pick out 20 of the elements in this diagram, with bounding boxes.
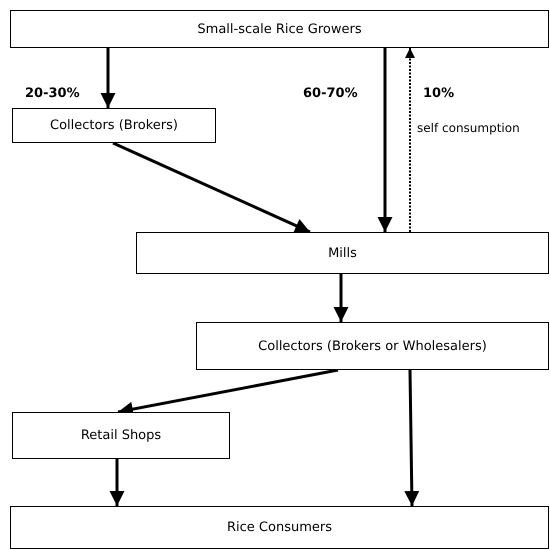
- process-box: [196, 322, 549, 370]
- node-label: Collectors (Brokers): [50, 118, 178, 133]
- process-box: [12, 412, 230, 459]
- note-label: self consumption: [417, 121, 520, 135]
- arrow: [404, 370, 420, 506]
- arrow: [334, 274, 348, 322]
- arrow: [405, 48, 415, 232]
- node-label: Mills: [328, 246, 357, 260]
- process-box: [136, 232, 549, 274]
- process-box: [12, 108, 216, 143]
- node-label: Collectors (Brokers or Wholesalers): [258, 338, 487, 354]
- arrow: [110, 459, 124, 506]
- arrow: [112, 142, 311, 234]
- node-label: Rice Consumers: [227, 520, 332, 535]
- node-label: Small-scale Rice Growers: [197, 22, 362, 36]
- node-label: Retail Shops: [80, 428, 162, 443]
- process-box: [10, 506, 549, 549]
- process-box: [10, 10, 549, 48]
- arrow: [100, 48, 116, 108]
- arrow: [378, 48, 392, 232]
